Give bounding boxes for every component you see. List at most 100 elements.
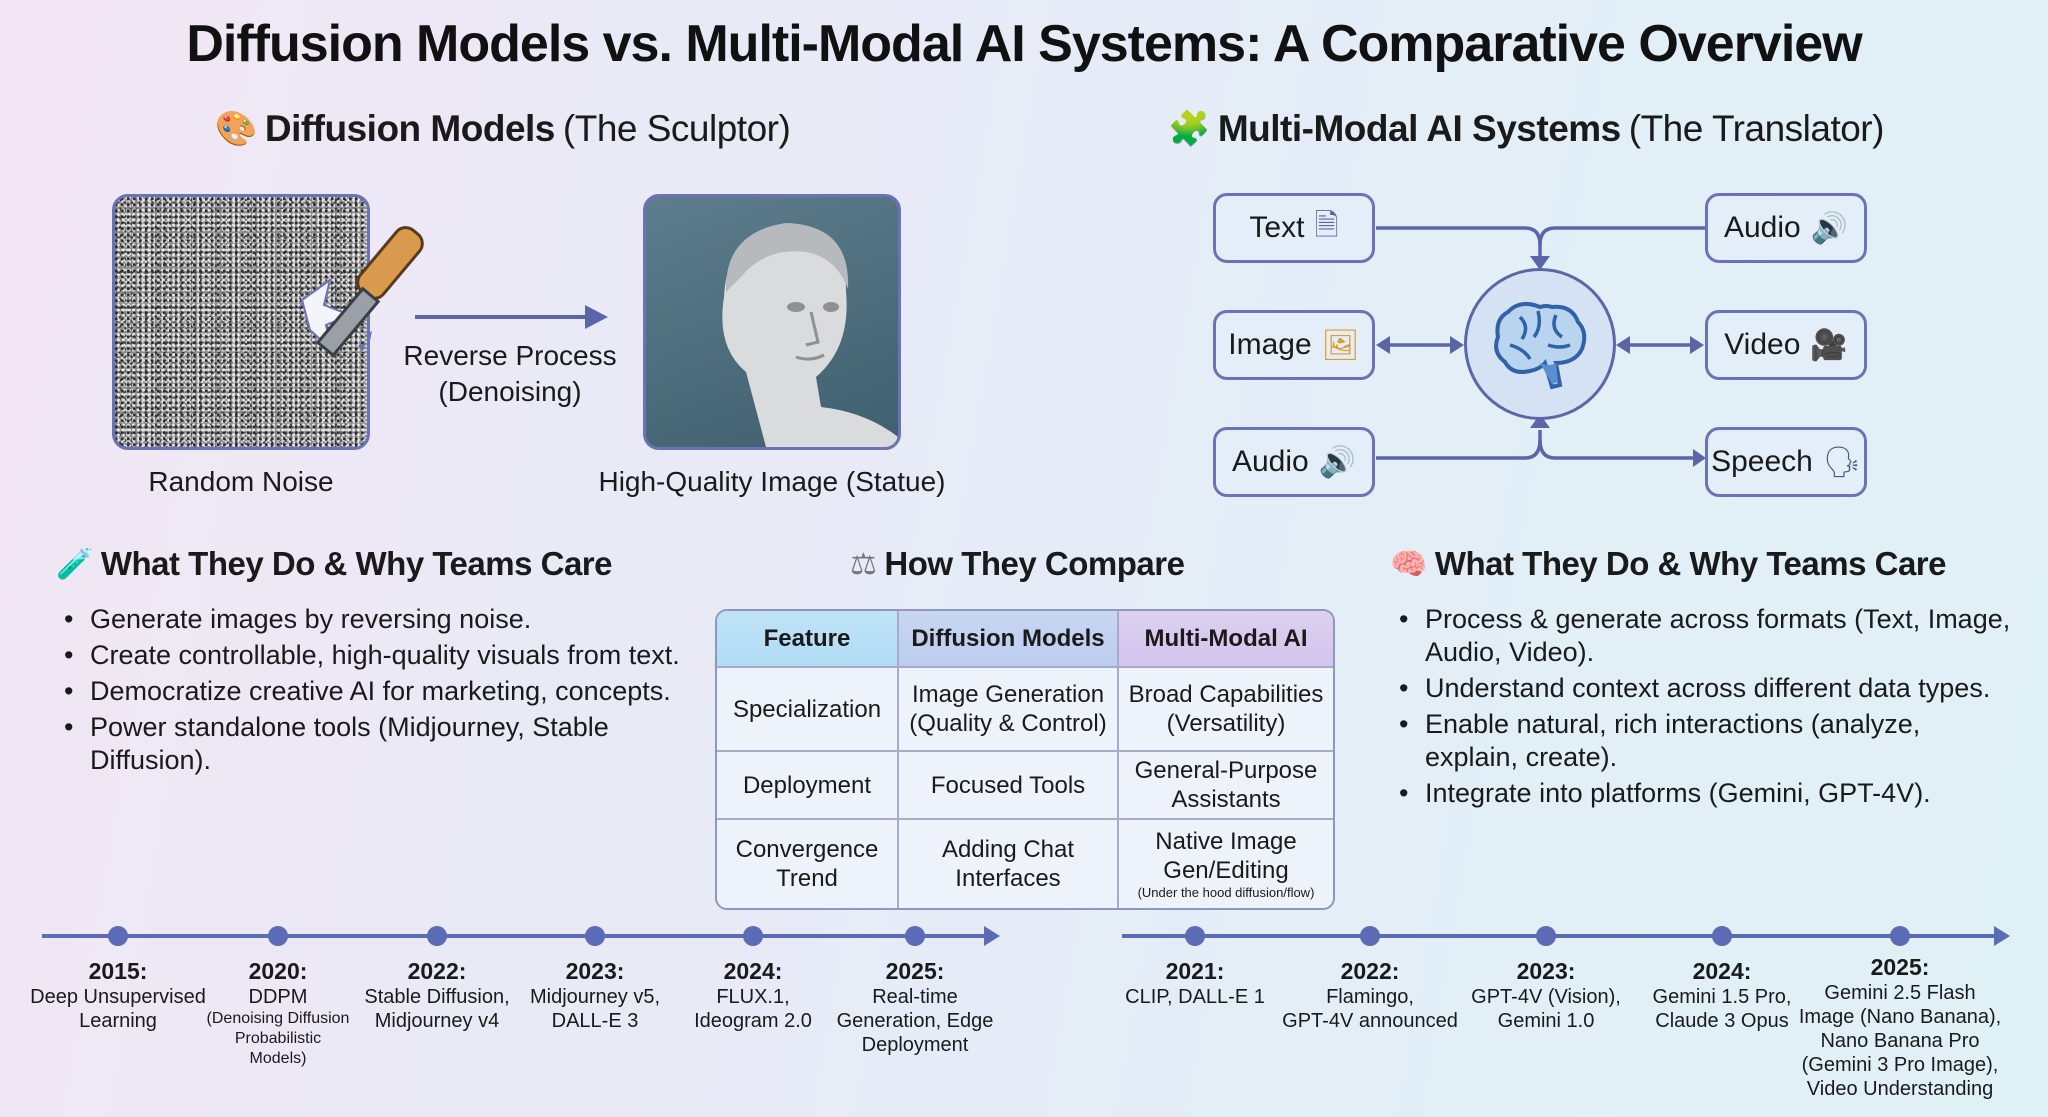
timeline-dot: [1360, 926, 1380, 946]
statue-caption: High-Quality Image (Statue): [598, 466, 946, 497]
diffusion-why-heading: 🧪 What They Do & Why Teams Care: [56, 545, 613, 583]
timeline-description: DDPM: [248, 986, 308, 1008]
timeline-year: 2025:: [885, 958, 945, 984]
column-header-feature: Feature: [717, 611, 899, 668]
multimodal-why-heading-text: What They Do & Why Teams Care: [1434, 545, 1947, 582]
chisel-icon: [300, 226, 424, 358]
palette-icon: 🎨: [215, 109, 257, 149]
timeline-description: Deep Unsupervised: [30, 986, 206, 1008]
timeline-note: (Denoising Diffusion: [206, 1010, 350, 1027]
timeline-description: (Gemini 3 Pro Image),: [1801, 1054, 1999, 1076]
timeline-dot: [1890, 926, 1910, 946]
diffusion-bullet-list: Generate images by reversing noise. Crea…: [60, 603, 680, 780]
timeline-description: Image (Nano Banana),: [1798, 1006, 2002, 1028]
multimodal-heading-text: Multi-Modal AI Systems: [1217, 108, 1621, 149]
random-noise-caption: Random Noise: [148, 466, 334, 497]
compare-heading: ⚖ How They Compare: [850, 545, 1185, 583]
list-item: Create controllable, high-quality visual…: [60, 639, 680, 672]
picture-icon: 🖼: [1321, 327, 1360, 363]
timeline-description: Stable Diffusion,: [364, 986, 510, 1008]
list-item: Enable natural, rich interactions (analy…: [1395, 708, 2015, 774]
timeline-year: 2021:: [1165, 958, 1225, 984]
cell-multimodal: General-Purpose Assistants: [1119, 752, 1333, 820]
timeline-year: 2023:: [1516, 958, 1576, 984]
table-header-row: Feature Diffusion Models Multi-Modal AI: [717, 611, 1333, 668]
timeline-year: 2015:: [88, 958, 148, 984]
timeline-description: Real-time: [872, 986, 958, 1008]
timeline-event: 2022:Flamingo,GPT-4V announced: [1260, 958, 1480, 1033]
timeline-description: Gemini 1.5 Pro,: [1652, 986, 1792, 1008]
brain-icon: 🧠: [1390, 546, 1427, 582]
cell-feature: Deployment: [717, 752, 899, 820]
multimodal-why-heading: 🧠 What They Do & Why Teams Care: [1390, 545, 1947, 583]
timeline-description: Deployment: [861, 1034, 969, 1056]
mm-node-video: Video 🎥: [1705, 310, 1867, 380]
mm-node-label: Text: [1249, 211, 1305, 244]
timeline-description: Video Understanding: [1806, 1078, 1994, 1100]
diffusion-subheading: (The Sculptor): [562, 108, 791, 149]
test-tube-icon: 🧪: [56, 546, 93, 582]
mm-node-label: Audio: [1723, 211, 1801, 244]
statue-image: [643, 194, 901, 450]
cell-diffusion: Focused Tools: [899, 752, 1119, 820]
list-item: Integrate into platforms (Gemini, GPT-4V…: [1395, 777, 2015, 810]
timeline-dot: [585, 926, 605, 946]
cell-diffusion: Adding Chat Interfaces: [899, 820, 1119, 908]
timeline-dot: [108, 926, 128, 946]
multimodal-timeline-arrowhead: [1994, 926, 2010, 946]
mm-node-label: Image: [1228, 328, 1312, 361]
speaking-head-icon: 🗣: [1822, 444, 1861, 480]
balance-scale-icon: ⚖: [850, 546, 877, 582]
list-item: Process & generate across formats (Text,…: [1395, 603, 2015, 669]
timeline-description: GPT-4V announced: [1282, 1010, 1458, 1032]
mm-node-label: Video: [1724, 328, 1801, 361]
timeline-description: Nano Banana Pro: [1820, 1030, 1980, 1052]
speaker-icon: 🔊: [1318, 444, 1357, 480]
cell-multimodal: Native Image Gen/Editing (Under the hood…: [1119, 820, 1333, 908]
timeline-description: Midjourney v4: [374, 1010, 500, 1032]
mm-node-audio-output: Audio 🔊: [1705, 193, 1867, 263]
column-header-diffusion: Diffusion Models: [899, 611, 1119, 668]
multimodal-heading: 🧩 Multi-Modal AI Systems (The Translator…: [1168, 108, 1884, 150]
multimodal-bullet-list: Process & generate across formats (Text,…: [1395, 603, 2015, 813]
brain-icon: [1494, 301, 1587, 389]
cell-multimodal-text: Native Image Gen/Editing: [1155, 828, 1297, 884]
timeline-description: GPT-4V (Vision),: [1471, 986, 1621, 1008]
timeline-event: 2023:GPT-4V (Vision),Gemini 1.0: [1436, 958, 1656, 1033]
timeline-event: 2024:FLUX.1,Ideogram 2.0: [643, 958, 863, 1033]
process-arrow: [415, 305, 608, 329]
mm-node-audio-input: Audio 🔊: [1213, 427, 1375, 497]
timeline-description: Gemini 2.5 Flash: [1824, 982, 1976, 1004]
timeline-dot: [905, 926, 925, 946]
timeline-dot: [1712, 926, 1732, 946]
timeline-event: 2024:Gemini 1.5 Pro,Claude 3 Opus: [1612, 958, 1832, 1033]
timeline-description: Flamingo,: [1326, 986, 1414, 1008]
compare-heading-text: How They Compare: [884, 545, 1185, 582]
table-row: Convergence Trend Adding Chat Interfaces…: [717, 820, 1333, 908]
reverse-process-label: Reverse Process (Denoising): [390, 338, 630, 410]
diffusion-why-heading-text: What They Do & Why Teams Care: [100, 545, 613, 582]
page-title: Diffusion Models vs. Multi-Modal AI Syst…: [186, 15, 1862, 73]
diffusion-heading-text: Diffusion Models: [264, 108, 556, 149]
multimodal-subheading: (The Translator): [1628, 108, 1885, 149]
mm-node-label: Audio: [1231, 445, 1309, 478]
timeline-description: Gemini 1.0: [1497, 1010, 1595, 1032]
timeline-description: Midjourney v5,: [529, 986, 661, 1008]
timeline-year: 2022:: [1340, 958, 1400, 984]
list-item: Democratize creative AI for marketing, c…: [60, 675, 680, 708]
timeline-year: 2022:: [407, 958, 467, 984]
process-line-2: (Denoising): [438, 376, 582, 407]
timeline-event: 2022:Stable Diffusion,Midjourney v4: [327, 958, 547, 1033]
timeline-description: FLUX.1,: [716, 986, 790, 1008]
timeline-dot: [1185, 926, 1205, 946]
timeline-event: 2023:Midjourney v5,DALL-E 3: [485, 958, 705, 1033]
timeline-description: Generation, Edge: [836, 1010, 994, 1032]
puzzle-piece-icon: 🧩: [1168, 109, 1210, 149]
timeline-note: Models): [249, 1050, 307, 1067]
statue-head-icon: [722, 223, 898, 447]
timeline-event: 2021:CLIP, DALL-E 1: [1085, 958, 1305, 1009]
